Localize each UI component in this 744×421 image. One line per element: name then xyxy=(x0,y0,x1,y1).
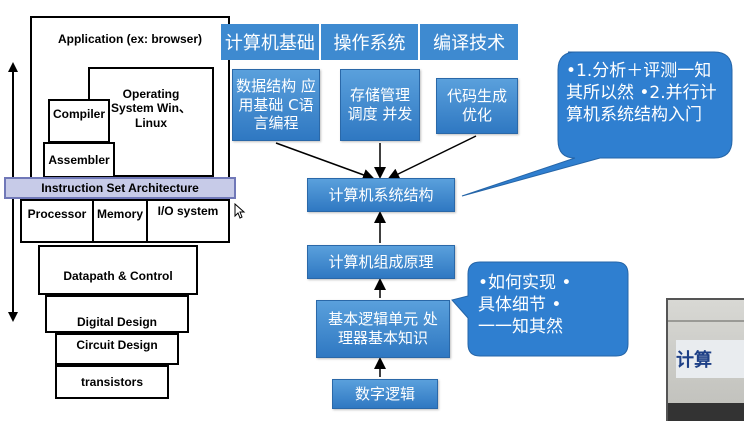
topic-data-structures: 数据结构 应用基础 C语言编程 xyxy=(232,69,320,141)
circuit-design-box: Circuit Design xyxy=(55,333,179,365)
datapath-box: Datapath & Control xyxy=(38,245,198,295)
compiler-label: Compiler xyxy=(52,107,105,121)
tab-operating-system: 操作系统 xyxy=(318,24,419,60)
digital-design-box: Digital Design xyxy=(45,295,189,333)
circuit-design-label: Circuit Design xyxy=(76,338,158,352)
box-computer-organization: 计算机组成原理 xyxy=(307,245,455,279)
topic-codegen: 代码生成 优化 xyxy=(436,78,518,134)
corner-photo-sign: 计算 xyxy=(676,340,744,378)
transistors-label: transistors xyxy=(80,374,144,389)
top-tab-bar: 计算机基础 操作系统 编译技术 xyxy=(221,24,518,60)
digital-design-label: Digital Design xyxy=(76,314,157,329)
memory-label: Memory xyxy=(96,207,143,221)
isa-bar: Instruction Set Architecture xyxy=(4,177,236,199)
isa-label: Instruction Set Architecture xyxy=(41,181,199,195)
memory-cell: Memory xyxy=(94,201,148,241)
box-basic-logic-units: 基本逻辑单元 处理器基本知识 xyxy=(316,300,450,358)
application-label: Application (ex: browser) xyxy=(57,32,203,46)
topic-storage: 存储管理 调度 并发 xyxy=(340,69,420,141)
corner-photo-wall-line xyxy=(668,320,744,322)
corner-photo-floor xyxy=(668,403,744,421)
callout-analysis: •1.分析＋评测一知其所以然 •2.并行计算机系统结构入门 xyxy=(566,61,717,126)
operating-system-label: Operating System Win、Linux xyxy=(111,87,191,130)
hardware-row: Processor Memory I/O system xyxy=(20,199,230,243)
io-system-cell: I/O system xyxy=(148,198,228,244)
arrow-data-structures xyxy=(275,142,375,181)
processor-label: Processor xyxy=(27,207,87,221)
processor-cell: Processor xyxy=(22,201,94,241)
box-digital-logic: 数字逻辑 xyxy=(332,379,438,409)
io-system-label: I/O system xyxy=(157,204,219,218)
compiler-box: Compiler xyxy=(48,99,110,143)
tab-computer-basics: 计算机基础 xyxy=(224,33,315,54)
corner-photo: 计算 xyxy=(666,298,744,421)
mouse-cursor-icon xyxy=(234,203,246,219)
assembler-label: Assembler xyxy=(48,152,110,167)
transistors-box: transistors xyxy=(55,365,169,399)
datapath-label: Datapath & Control xyxy=(63,268,173,283)
arrow-codegen xyxy=(387,135,477,180)
box-computer-architecture: 计算机系统结构 xyxy=(307,178,455,212)
tab-compiler-tech: 编译技术 xyxy=(418,24,518,60)
assembler-box: Assembler xyxy=(43,142,115,178)
callout-implementation: •如何实现 •具体细节 •一一知其然 xyxy=(478,273,572,338)
